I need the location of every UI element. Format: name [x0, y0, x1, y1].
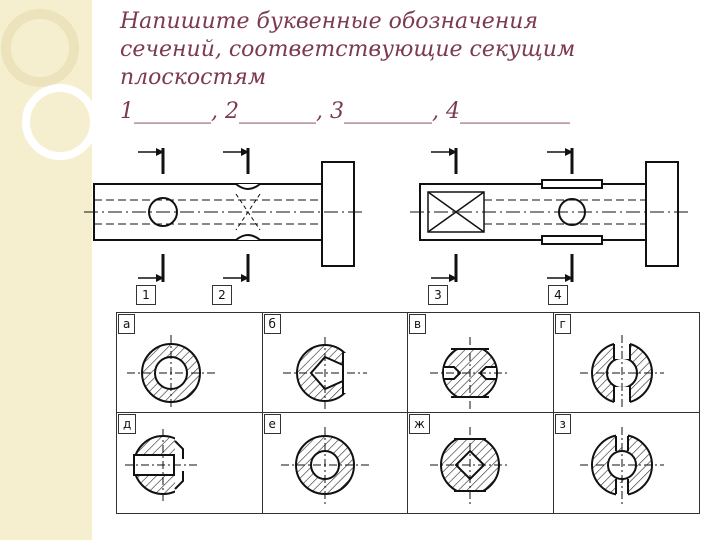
cutting-plane-4 — [547, 148, 574, 282]
section-cell-zh: ж — [408, 413, 554, 513]
section-cell-v: в — [408, 313, 554, 413]
plane-number-4: 4 — [548, 285, 568, 305]
section-label: а — [118, 314, 136, 334]
section-a-icon — [127, 335, 215, 409]
section-cell-z: з — [554, 413, 700, 513]
sections-grid: а б в — [116, 312, 700, 514]
section-d-icon — [125, 429, 199, 503]
section-v-icon — [430, 337, 510, 409]
title-line-2: сечений, соответствующие секущим — [120, 37, 576, 62]
section-label: ж — [409, 414, 430, 434]
title-line-3: плоскостям — [120, 65, 267, 90]
section-z-icon — [579, 427, 664, 505]
section-label: г — [554, 314, 571, 334]
section-cell-a: а — [117, 313, 263, 413]
section-cell-g: г — [553, 313, 699, 413]
section-label: е — [263, 414, 281, 434]
cutting-plane-2 — [223, 148, 250, 282]
shaft-drawing — [84, 148, 688, 282]
section-zh-icon — [430, 427, 510, 505]
section-e-icon — [280, 427, 369, 505]
section-b-icon — [282, 337, 367, 409]
section-cell-d: д — [117, 413, 263, 513]
plane-number-3: 3 — [428, 285, 448, 305]
section-g-icon — [579, 335, 664, 409]
section-label: б — [263, 314, 281, 334]
plane-number-1: 1 — [136, 285, 156, 305]
section-label: д — [118, 414, 137, 434]
section-label: з — [554, 414, 571, 434]
section-cell-e: е — [263, 413, 408, 513]
section-cell-b: б — [262, 313, 408, 413]
plane-number-2: 2 — [212, 285, 232, 305]
cutting-plane-3 — [431, 148, 458, 282]
title-line-1: Напишите буквенные обозначения — [120, 9, 539, 34]
task-title: Напишите буквенные обозначения сечений, … — [120, 8, 700, 126]
answer-blanks: 1_______, 2_______, 3________, 4________… — [120, 99, 570, 124]
decorative-rings-icon — [1, 9, 92, 160]
section-label: в — [409, 314, 427, 334]
right-shaft — [410, 161, 688, 267]
decorative-side-band — [0, 0, 92, 540]
left-shaft — [84, 161, 364, 267]
cutting-plane-1 — [138, 148, 165, 282]
